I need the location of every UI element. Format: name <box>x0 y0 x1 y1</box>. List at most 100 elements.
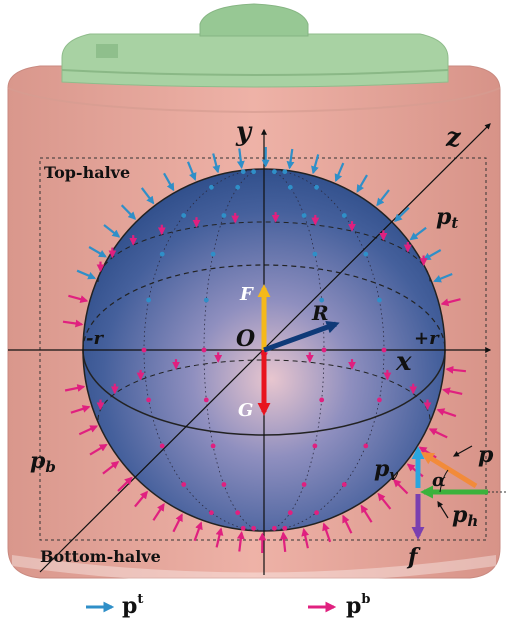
surface-dot-27 <box>181 213 187 218</box>
top-pressure-arrow-9 <box>212 153 221 174</box>
bottom-pressure-arrow-37 <box>215 527 224 548</box>
surface-dot-18 <box>287 510 293 516</box>
top-pressure-arrow-6 <box>140 187 155 205</box>
surface-dot-42 <box>282 525 288 531</box>
force-G-label: G <box>238 400 253 421</box>
force-F-label: F <box>239 284 254 305</box>
bottom-pressure-arrows <box>62 212 467 554</box>
surface-dot-22 <box>282 169 288 175</box>
pos-r-label: +r <box>414 328 440 349</box>
bottom-pressure-arrow-39 <box>172 513 183 533</box>
top-pressure-arrow-7 <box>163 172 175 192</box>
bottom-pressure-arrow-42 <box>117 476 133 492</box>
bottom-pressure-arrow-45 <box>78 425 99 436</box>
p-horizontal-pointer <box>437 500 449 519</box>
top-pressure-arrow-18 <box>409 226 427 241</box>
surface-dot-40 <box>314 510 319 516</box>
top-pressure-arrow-17 <box>394 206 410 223</box>
surface-dot-28 <box>363 251 369 257</box>
container-rim <box>7 87 501 114</box>
surface-dot-25 <box>209 184 214 190</box>
bottom-pressure-arrow-29 <box>377 492 392 510</box>
legend-bottom-label: pb <box>346 592 370 619</box>
equator-back <box>82 264 446 351</box>
surface-dot-30 <box>377 297 382 303</box>
surface-dot-35 <box>146 397 152 403</box>
surface-dot-5 <box>221 213 227 218</box>
top-pressure-arrow-14 <box>334 162 345 183</box>
top-pressure-arrow-4 <box>103 224 121 238</box>
neg-r-label: -r <box>86 328 104 349</box>
surface-dot-20 <box>272 525 277 531</box>
surface-dot-33 <box>141 347 147 353</box>
top-pressure-arrow-3 <box>88 246 107 258</box>
surface-dot-4 <box>301 213 307 218</box>
surface-dot-26 <box>341 213 347 218</box>
surface-dot-9 <box>203 297 209 303</box>
surface-dot-36 <box>363 443 369 449</box>
friction-label: f <box>406 544 421 570</box>
surface-dot-12 <box>319 397 325 403</box>
p-total-arrow <box>420 451 478 489</box>
pressure-top-label: pt <box>436 204 458 232</box>
surface-dot-3 <box>235 184 241 190</box>
surface-dot-16 <box>301 482 307 487</box>
p-horizontal-label: ph <box>452 502 478 530</box>
p-total-label: p <box>478 442 494 468</box>
bottom-pressure-arrow-30 <box>360 504 373 523</box>
bottom-pressure-arrow-25 <box>428 428 448 439</box>
surface-dot-0 <box>272 169 277 175</box>
bottom-halve-label: Bottom-halve <box>40 547 161 566</box>
surface-dot-31 <box>146 297 152 303</box>
p-total-pointer <box>452 445 473 457</box>
surface-dot-15 <box>210 443 216 449</box>
bottom-pressure-arrow-33 <box>301 528 310 549</box>
surface-dot-1 <box>251 169 256 175</box>
legend-top-label: pt <box>122 592 143 619</box>
bottom-pressure-arrow-31 <box>342 514 353 534</box>
bottom-pressure-arrow-23 <box>442 387 463 396</box>
top-pressure-arrow-12 <box>286 148 295 170</box>
inner-surface-dots <box>141 169 387 531</box>
top-pressure-arrow-2 <box>76 269 97 280</box>
bottom-pressure-arrow-21 <box>440 298 461 307</box>
surface-dot-38 <box>341 482 347 487</box>
surface-dot-8 <box>319 297 325 303</box>
surface-dot-6 <box>312 251 318 257</box>
bottom-pressure-arrow-38 <box>193 521 203 542</box>
top-pressure-arrow-20 <box>433 272 453 283</box>
top-pressure-arrow-15 <box>356 174 368 193</box>
surface-dot-13 <box>203 397 209 403</box>
top-pressure-arrow-8 <box>186 161 197 181</box>
bottom-pressure-arrow-43 <box>102 461 120 475</box>
surface-dot-11 <box>201 347 207 353</box>
axis-y-label: y <box>235 117 253 147</box>
bottom-pressure-arrow-32 <box>322 522 332 543</box>
surface-dot-24 <box>314 184 319 190</box>
bottom-pressure-arrow-47 <box>64 384 86 392</box>
top-halve-label: Top-halve <box>44 163 130 182</box>
pressure-bottom-label: pb <box>30 448 56 476</box>
surface-dot-10 <box>321 347 327 353</box>
legend: pt pb <box>86 592 370 619</box>
alpha-label: α <box>432 470 446 491</box>
top-pressure-arrow-19 <box>422 249 442 261</box>
surface-dot-14 <box>312 443 318 449</box>
p-vertical-label: pv <box>374 456 398 484</box>
surface-dot-41 <box>209 510 214 516</box>
container-base-shadow <box>12 555 496 583</box>
surface-dot-2 <box>287 184 293 190</box>
surface-dot-23 <box>240 169 246 175</box>
bottom-pressure-arrow-0 <box>62 319 84 328</box>
bottom-pressure-arrow-22 <box>445 365 467 374</box>
top-pressure-arrow-5 <box>120 204 137 220</box>
axis-z-label: z <box>445 123 462 153</box>
surface-dot-21 <box>251 525 256 531</box>
surface-dot-7 <box>210 251 216 257</box>
bottom-pressure-arrow-41 <box>134 490 149 508</box>
top-pressure-arrow-13 <box>311 154 320 175</box>
surface-dot-29 <box>159 251 165 257</box>
bottom-pressure-arrow-24 <box>436 408 457 418</box>
surface-dot-19 <box>235 510 241 516</box>
